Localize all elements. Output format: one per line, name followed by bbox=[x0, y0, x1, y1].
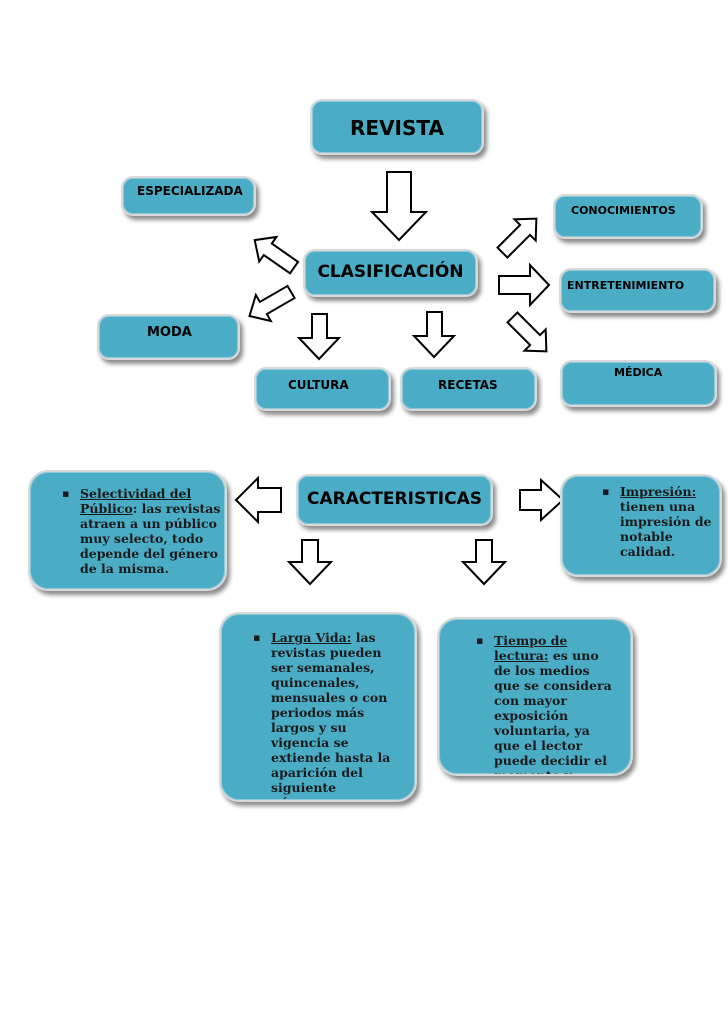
impresion-box: ▪ Impresión: tienen una impresión de nota… bbox=[560, 474, 722, 577]
tiempo-term: Tiempo de lectura: bbox=[494, 633, 568, 663]
cultura-label: CULTURA bbox=[288, 378, 349, 392]
impresion-bullet: ▪ bbox=[602, 485, 610, 498]
larga-vida-desc: las revistas pueden ser semanales, quinc… bbox=[271, 630, 391, 800]
arrow-up-right-conocimientos bbox=[496, 217, 538, 259]
caracteristicas-box: CARACTERISTICAS bbox=[296, 474, 493, 526]
arrow-up-left-especializada bbox=[253, 235, 300, 275]
arrow-right-impresion bbox=[519, 477, 565, 523]
larga-vida-bullet: ▪ bbox=[253, 631, 261, 644]
revista-box: REVISTA bbox=[310, 99, 484, 155]
seleccion-box: ▪ Selectividad del Público: las revistas … bbox=[28, 470, 227, 591]
moda-label: MODA bbox=[147, 325, 192, 340]
especializada-label: ESPECIALIZADA bbox=[137, 184, 243, 198]
impresion-term: Impresión: bbox=[620, 484, 697, 499]
arrow-down-revista bbox=[369, 171, 429, 242]
especializada-box: ESPECIALIZADA bbox=[121, 176, 256, 216]
tiempo-text: ▪ Tiempo de lectura: es uno de los medios… bbox=[476, 633, 618, 776]
entretenimiento-box: ENTRETENIMIENTO bbox=[559, 268, 716, 313]
seleccion-bullet: ▪ bbox=[62, 487, 70, 500]
seleccion-term: Selectividad del Público bbox=[80, 486, 192, 516]
arrow-down-cultura bbox=[296, 313, 342, 361]
arrow-down-larga-vida bbox=[286, 539, 334, 586]
larga-vida-box: ▪ Larga Vida: las revistas pueden ser sem… bbox=[219, 612, 417, 802]
conocimientos-label: CONOCIMIENTOS bbox=[571, 204, 676, 217]
larga-vida-text: ▪ Larga Vida: las revistas pueden ser sem… bbox=[253, 630, 395, 800]
moda-box: MODA bbox=[97, 314, 240, 360]
impresion-text: ▪ Impresión: tienen una impresión de nota… bbox=[602, 484, 718, 559]
entretenimiento-label: ENTRETENIMIENTO bbox=[567, 279, 685, 292]
arrow-down-recetas bbox=[411, 311, 457, 359]
recetas-box: RECETAS bbox=[400, 367, 537, 411]
tiempo-box: ▪ Tiempo de lectura: es uno de los medios… bbox=[437, 617, 633, 776]
arrow-down-tiempo bbox=[460, 539, 508, 586]
clasificacion-label: CLASIFICACIÓN bbox=[317, 262, 464, 282]
medica-label: MÉDICA bbox=[614, 366, 663, 379]
arrow-left-seleccion bbox=[234, 475, 282, 525]
medica-box: MÉDICA bbox=[560, 360, 717, 407]
conocimientos-box: CONOCIMIENTOS bbox=[553, 194, 703, 239]
recetas-label: RECETAS bbox=[438, 378, 498, 392]
tiempo-desc: es uno de los medios que se considera co… bbox=[494, 648, 612, 776]
tiempo-bullet: ▪ bbox=[476, 634, 484, 647]
larga-vida-term: Larga Vida: bbox=[271, 630, 352, 645]
caracteristicas-label: CARACTERISTICAS bbox=[306, 489, 483, 509]
impresion-desc: tienen una impresión de notable calidad. bbox=[620, 499, 712, 559]
cultura-box: CULTURA bbox=[254, 367, 391, 411]
arrow-right-entretenimiento bbox=[498, 262, 551, 308]
seleccion-text: ▪ Selectividad del Público: las revistas … bbox=[62, 486, 222, 576]
revista-title: REVISTA bbox=[350, 116, 444, 140]
clasificacion-box: CLASIFICACIÓN bbox=[303, 249, 478, 297]
arrow-down-left-moda bbox=[248, 284, 296, 323]
arrow-down-right-medica bbox=[506, 311, 548, 353]
seleccion-desc: : las revistas atraen a un público muy s… bbox=[80, 501, 221, 576]
